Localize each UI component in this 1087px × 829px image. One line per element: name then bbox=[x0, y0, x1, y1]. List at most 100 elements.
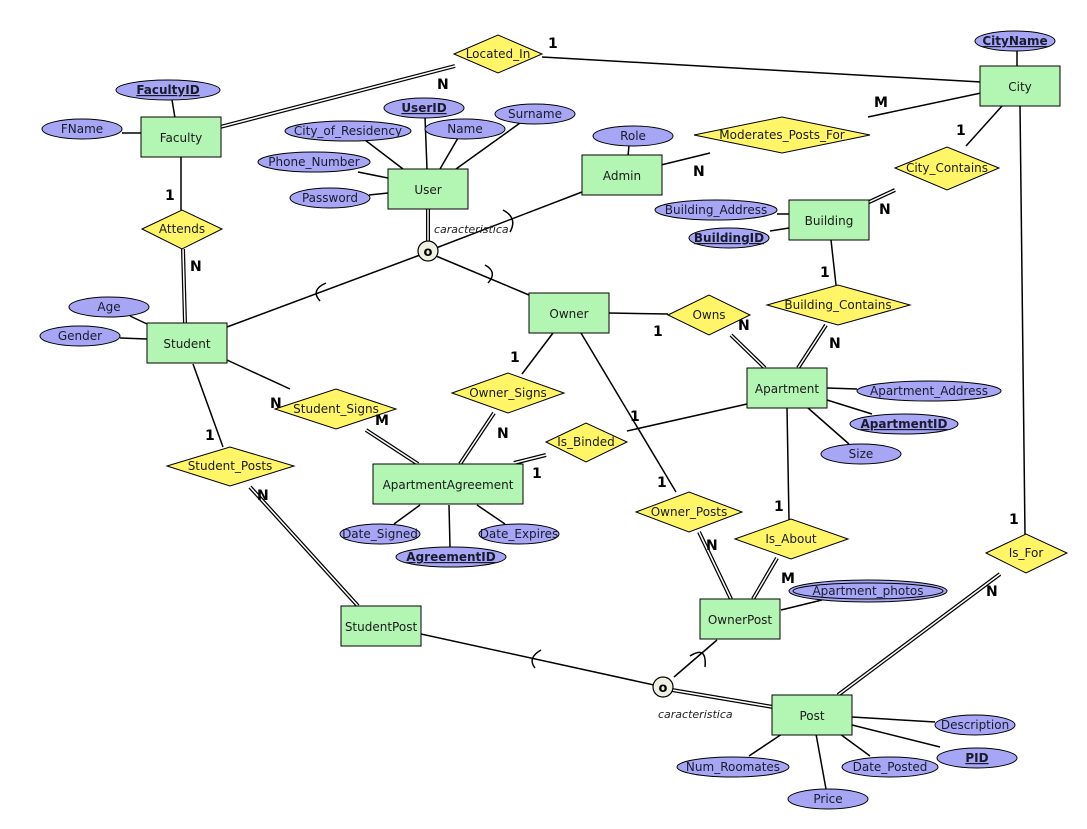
spec-symbol: o bbox=[424, 245, 433, 260]
attr-password[interactable]: Password bbox=[289, 187, 371, 209]
edge-spec-studentpost bbox=[420, 633, 655, 686]
attr-age[interactable]: Age bbox=[68, 296, 150, 318]
attr-facultyid[interactable]: FacultyID bbox=[115, 79, 221, 101]
attr-size[interactable]: Size bbox=[820, 443, 902, 465]
attr-line-role bbox=[627, 144, 630, 157]
entity-apartmentagreement[interactable]: ApartmentAgreement bbox=[372, 463, 524, 505]
entity-ownerpost[interactable]: OwnerPost bbox=[699, 598, 781, 640]
attr-line-agreementid bbox=[448, 504, 451, 548]
attr-line-datesigned bbox=[393, 504, 421, 525]
attr-label: Gender bbox=[58, 329, 102, 343]
attr-date-expires[interactable]: Date_Expires bbox=[478, 523, 560, 545]
attr-line-pid bbox=[851, 724, 941, 748]
cardinality-label: N bbox=[879, 202, 891, 218]
attr-price[interactable]: Price bbox=[787, 788, 869, 810]
edge-is-about-ownerpost bbox=[751, 556, 779, 601]
cardinality-label: 1 bbox=[1009, 512, 1019, 528]
cardinality-label: N bbox=[693, 164, 705, 180]
attr-num-roomates[interactable]: Num_Roomates bbox=[676, 756, 790, 778]
attr-cityname[interactable]: CityName bbox=[974, 30, 1056, 52]
cardinality-label: M bbox=[375, 413, 389, 429]
entity-user[interactable]: User bbox=[387, 168, 469, 210]
rel-located-in[interactable]: Located_In bbox=[452, 34, 544, 74]
attr-apartmentid[interactable]: ApartmentID bbox=[849, 413, 959, 435]
attr-agreementid[interactable]: AgreementID bbox=[395, 546, 507, 568]
rel-owner-posts[interactable]: Owner_Posts bbox=[634, 491, 744, 533]
entity-faculty[interactable]: Faculty bbox=[140, 116, 222, 158]
attr-fname[interactable]: FName bbox=[41, 118, 123, 140]
attr-label: Apartment_photos bbox=[812, 584, 923, 598]
attr-label: FacultyID bbox=[136, 83, 199, 97]
cardinality-label: 1 bbox=[165, 188, 175, 204]
rel-city-contains[interactable]: City_Contains bbox=[893, 146, 1001, 191]
rel-attends[interactable]: Attends bbox=[140, 209, 224, 250]
attr-line-cityres bbox=[364, 139, 404, 170]
rel-label: Is_About bbox=[765, 532, 817, 546]
attr-role[interactable]: Role bbox=[592, 125, 674, 147]
attr-building-address[interactable]: Building_Address bbox=[654, 199, 778, 221]
attr-surname[interactable]: Surname bbox=[494, 103, 576, 125]
attr-name[interactable]: Name bbox=[424, 118, 506, 140]
attr-line-size bbox=[807, 407, 850, 445]
attr-line-phone bbox=[357, 171, 389, 179]
edge-owner-owner-signs bbox=[521, 332, 554, 375]
spec-label-post: caracteristica bbox=[658, 708, 733, 721]
attr-line-password bbox=[368, 192, 389, 196]
rel-owns[interactable]: Owns bbox=[666, 294, 752, 336]
rel-student-posts[interactable]: Student_Posts bbox=[165, 446, 296, 487]
attr-line-dateexp bbox=[476, 504, 506, 525]
attr-label: Date_Posted bbox=[853, 760, 928, 774]
cardinality-label: N bbox=[270, 396, 282, 412]
attr-pid[interactable]: PID bbox=[936, 747, 1018, 769]
rel-student-signs[interactable]: Student_Signs bbox=[273, 388, 398, 430]
attr-phone-number[interactable]: Phone_Number bbox=[257, 151, 371, 173]
rel-is-for[interactable]: Is_For bbox=[984, 533, 1069, 574]
entity-label: Student bbox=[163, 337, 211, 351]
rel-label: Owns bbox=[692, 308, 725, 322]
entity-student[interactable]: Student bbox=[146, 322, 228, 364]
rel-is-binded[interactable]: Is_Binded bbox=[544, 422, 629, 463]
entity-building[interactable]: Building bbox=[788, 199, 870, 241]
attr-label: BuildingID bbox=[694, 231, 764, 245]
attr-gender[interactable]: Gender bbox=[39, 325, 121, 347]
entity-owner[interactable]: Owner bbox=[528, 292, 610, 334]
entity-city[interactable]: City bbox=[979, 65, 1061, 107]
entity-admin[interactable]: Admin bbox=[581, 154, 663, 196]
entity-studentpost[interactable]: StudentPost bbox=[340, 605, 422, 647]
edge-spec-owner bbox=[435, 255, 530, 296]
rel-label: Building_Contains bbox=[784, 298, 891, 312]
edge-spec-ownerpost bbox=[673, 639, 718, 678]
entity-post[interactable]: Post bbox=[771, 694, 853, 736]
attr-userid[interactable]: UserID bbox=[383, 97, 465, 119]
rel-label: Owner_Posts bbox=[651, 505, 728, 519]
attr-date-signed[interactable]: Date_Signed bbox=[339, 523, 421, 545]
edge-student-posts-studentpost bbox=[248, 485, 360, 608]
attr-city-of-residency[interactable]: City_of_Residency bbox=[284, 120, 412, 142]
entity-label: User bbox=[414, 183, 441, 197]
attr-label: PID bbox=[965, 751, 988, 765]
cardinality-label: 1 bbox=[774, 499, 784, 515]
specialization-user[interactable]: o bbox=[417, 240, 439, 262]
attr-description[interactable]: Description bbox=[934, 714, 1016, 736]
attr-date-posted[interactable]: Date_Posted bbox=[841, 756, 939, 778]
attr-line-facultyid bbox=[171, 99, 176, 119]
entity-label: StudentPost bbox=[345, 620, 418, 634]
entity-apartment[interactable]: Apartment bbox=[746, 367, 828, 409]
attr-apartment-photos[interactable]: Apartment_photos bbox=[788, 579, 948, 603]
attr-buildingid[interactable]: BuildingID bbox=[688, 227, 770, 249]
cardinality-label: M bbox=[874, 95, 888, 111]
edge-student-student-posts bbox=[192, 363, 224, 448]
rel-moderates-posts-for[interactable]: Moderates_Posts_For bbox=[693, 116, 871, 154]
attr-label: City_of_Residency bbox=[294, 124, 402, 138]
attr-line-gender bbox=[119, 337, 148, 340]
cardinality-label: N bbox=[829, 336, 841, 352]
rel-building-contains[interactable]: Building_Contains bbox=[765, 284, 912, 326]
rel-is-about[interactable]: Is_About bbox=[733, 518, 850, 560]
rel-owner-signs[interactable]: Owner_Signs bbox=[450, 372, 566, 414]
entity-label: City bbox=[1008, 80, 1032, 94]
rel-label: City_Contains bbox=[906, 161, 988, 175]
specialization-post[interactable]: o bbox=[652, 676, 674, 698]
edge-building-building-contains bbox=[830, 239, 837, 286]
attr-apartment-address[interactable]: Apartment_Address bbox=[856, 380, 1002, 402]
cardinality-label: 1 bbox=[630, 409, 640, 425]
